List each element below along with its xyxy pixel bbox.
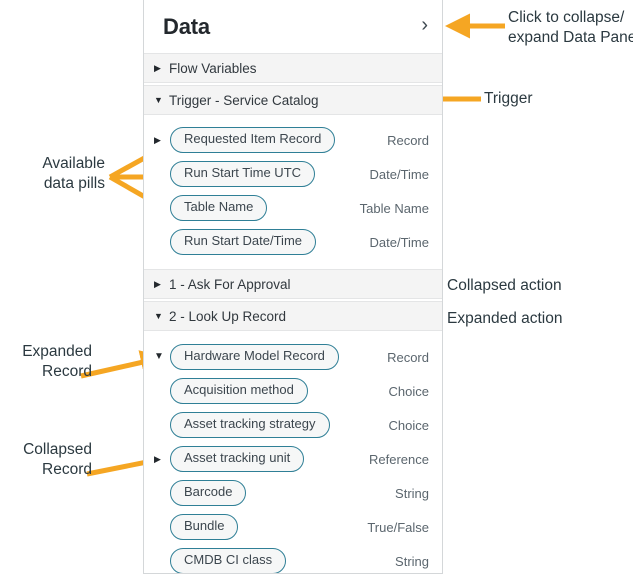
annotation-line: Expanded: [22, 343, 92, 360]
sidebar-item-ask-for-approval[interactable]: ▶ 1 - Ask For Approval: [144, 269, 442, 299]
chevron-right-icon[interactable]: ›: [421, 14, 428, 36]
annotation-line: data pills: [43, 175, 105, 192]
divider: [144, 299, 442, 301]
spacer: [144, 115, 442, 123]
data-pill[interactable]: CMDB CI class: [170, 548, 287, 573]
list-item[interactable]: Run Start Date/Time Date/Time: [144, 225, 442, 259]
data-pill-type: Record: [387, 132, 429, 148]
data-pill[interactable]: Asset tracking strategy: [170, 412, 330, 438]
data-pill-type: Date/Time: [369, 234, 429, 250]
data-pill-type: Record: [387, 349, 429, 365]
section-label: 2 - Look Up Record: [169, 308, 287, 324]
triangle-right-icon[interactable]: ▶: [154, 134, 161, 145]
annotation-line: Collapsed: [23, 441, 92, 458]
data-pill[interactable]: Acquisition method: [170, 378, 308, 404]
list-item[interactable]: Run Start Time UTC Date/Time: [144, 157, 442, 191]
data-pill-type: Choice: [388, 417, 429, 433]
spacer: [144, 331, 442, 340]
list-item[interactable]: ▶ Requested Item Record Record: [144, 123, 442, 157]
annotation-line: expand Data Panel: [508, 29, 633, 46]
spacer: [144, 259, 442, 269]
annotation-line: Record: [42, 363, 92, 380]
triangle-right-icon: ▶: [154, 278, 161, 289]
data-pill-type: Table Name: [359, 200, 429, 216]
annotation-collapsed-record: Collapsed Record: [0, 440, 92, 480]
data-pill[interactable]: Asset tracking unit: [170, 446, 305, 472]
list-item[interactable]: ▼ Hardware Model Record Record: [144, 340, 442, 374]
data-pill[interactable]: Hardware Model Record: [170, 344, 339, 370]
data-pill-type: True/False: [367, 519, 429, 535]
triangle-down-icon: ▼: [154, 94, 163, 105]
sidebar-item-trigger-service-catalog[interactable]: ▼ Trigger - Service Catalog: [144, 85, 442, 115]
data-pill[interactable]: Table Name: [170, 195, 268, 221]
data-pill[interactable]: Bundle: [170, 514, 239, 540]
annotation-line: Available: [42, 155, 105, 172]
section-label: Flow Variables: [169, 60, 257, 76]
section-label: 1 - Ask For Approval: [169, 276, 291, 292]
page-title: Data: [163, 13, 210, 39]
annotation-trigger: Trigger: [484, 90, 533, 107]
list-item[interactable]: Asset tracking strategy Choice: [144, 408, 442, 442]
annotation-collapse-expand: Click to collapse/ expand Data Panel: [508, 8, 633, 48]
list-item[interactable]: Acquisition method Choice: [144, 374, 442, 408]
list-item[interactable]: Barcode String: [144, 476, 442, 510]
list-item[interactable]: Table Name Table Name: [144, 191, 442, 225]
annotation-line: Record: [42, 461, 92, 478]
data-pill-type: Date/Time: [369, 166, 429, 182]
triangle-down-icon: ▼: [154, 310, 163, 321]
list-item[interactable]: CMDB CI class String: [144, 544, 442, 573]
triangle-right-icon[interactable]: ▶: [154, 453, 161, 464]
data-pill-type: Reference: [369, 451, 429, 467]
list-item[interactable]: ▶ Asset tracking unit Reference: [144, 442, 442, 476]
annotation-expanded-action: Expanded action: [447, 310, 563, 327]
data-pill-type: String: [395, 485, 429, 501]
data-pill-type: String: [395, 553, 429, 569]
data-panel-header: Data ›: [144, 0, 442, 53]
data-panel: Data › ▶ Flow Variables ▼ Trigger - Serv…: [143, 0, 443, 574]
annotation-expanded-record: Expanded Record: [0, 342, 92, 382]
data-pill[interactable]: Run Start Time UTC: [170, 161, 316, 187]
data-pill-type: Choice: [388, 383, 429, 399]
annotation-line: Click to collapse/: [508, 9, 625, 26]
annotation-available-data-pills: Available data pills: [20, 154, 105, 194]
triangle-down-icon[interactable]: ▼: [154, 351, 164, 362]
sidebar-item-look-up-record[interactable]: ▼ 2 - Look Up Record: [144, 301, 442, 331]
sidebar-item-flow-variables[interactable]: ▶ Flow Variables: [144, 53, 442, 83]
section-label: Trigger - Service Catalog: [169, 92, 319, 108]
data-pill[interactable]: Requested Item Record: [170, 127, 336, 153]
triangle-right-icon: ▶: [154, 62, 161, 73]
annotation-collapsed-action: Collapsed action: [447, 277, 562, 294]
list-item[interactable]: Bundle True/False: [144, 510, 442, 544]
divider: [144, 83, 442, 85]
data-pill[interactable]: Barcode: [170, 480, 247, 506]
data-pill[interactable]: Run Start Date/Time: [170, 229, 317, 255]
